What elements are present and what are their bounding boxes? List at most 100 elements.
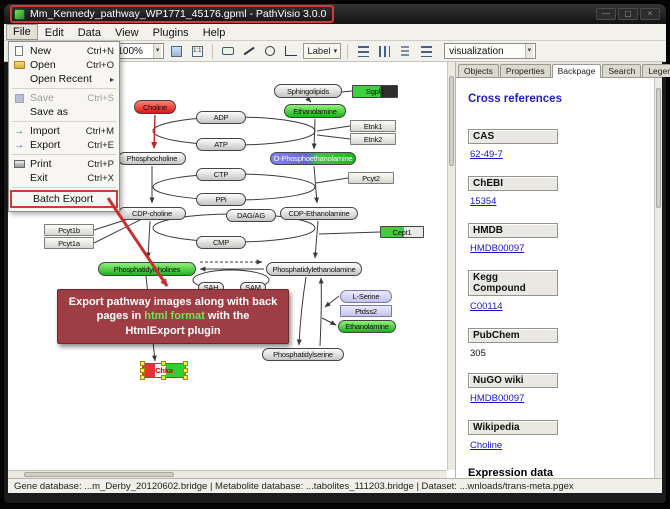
- pathway-node-cdp-ethanolamine[interactable]: CDP-Ethanolamine: [280, 207, 358, 220]
- connector-tool-button[interactable]: [282, 43, 300, 60]
- menu-item-shortcut: Ctrl+P: [87, 158, 114, 170]
- pathway-node-ethanolamine[interactable]: Ethanolamine: [284, 104, 346, 118]
- pathway-node-phosphatidylcholines[interactable]: Phosphatidylcholines: [98, 262, 196, 276]
- pathway-node-pcyt1b[interactable]: Pcyt1b: [44, 224, 94, 236]
- menu-bar: File Edit Data View Plugins Help: [4, 24, 666, 41]
- crossref-link[interactable]: Choline: [470, 440, 503, 451]
- pathway-node-adp[interactable]: ADP: [196, 111, 246, 124]
- selection-handle[interactable]: [161, 361, 166, 366]
- menu-separator: [12, 154, 116, 155]
- scrollbar-thumb[interactable]: [24, 472, 174, 477]
- minimize-button[interactable]: —: [596, 8, 616, 20]
- visualization-select[interactable]: visualization ▾: [444, 43, 537, 59]
- crossref-header: CAS: [468, 129, 558, 144]
- annotation-line: HtmlExport plugin: [125, 324, 221, 337]
- tab-objects[interactable]: Objects: [458, 64, 499, 77]
- file-menu-item-batch-export[interactable]: Batch Export: [10, 190, 118, 208]
- menu-file[interactable]: File: [6, 24, 38, 40]
- maximize-button[interactable]: ▢: [618, 8, 638, 20]
- canvas-vertical-scrollbar[interactable]: [447, 62, 455, 470]
- label-tool-button[interactable]: Label ▾: [303, 43, 342, 59]
- pathway-node-sphingolipids[interactable]: Sphingolipids: [274, 84, 342, 98]
- selection-handle[interactable]: [140, 375, 145, 380]
- crossref-section-cas: CAS 62-49-7: [468, 129, 662, 162]
- pathway-node-cept1[interactable]: Cept1: [380, 226, 424, 238]
- pathway-node-o-phosphoethanolamine[interactable]: O-Phosphoethanolamine: [270, 152, 356, 165]
- toolbar-tool-icons: [219, 43, 300, 60]
- pathway-node-choline[interactable]: Choline: [134, 100, 176, 114]
- tab-legend[interactable]: Legend: [642, 64, 670, 77]
- distribute-button[interactable]: [417, 43, 435, 60]
- pathway-node-pcyt2[interactable]: Pcyt2: [348, 172, 394, 184]
- pathway-node-cdp-choline[interactable]: CDP-choline: [118, 207, 186, 220]
- datanode-tool-icon: [222, 47, 235, 55]
- zoom-actual-button[interactable]: 1:1: [188, 43, 206, 60]
- pathway-node-dag-ag[interactable]: DAG/AG: [226, 209, 276, 222]
- tab-backpage[interactable]: Backpage: [551, 64, 602, 78]
- visualization-value: visualization: [449, 45, 504, 57]
- menu-view[interactable]: View: [114, 26, 139, 39]
- save-disk-icon: [14, 93, 24, 103]
- selection-handle[interactable]: [140, 367, 145, 373]
- selection-handle[interactable]: [140, 361, 145, 366]
- pathway-node-ethanolamine[interactable]: Ethanolamine: [338, 320, 396, 333]
- close-button[interactable]: ×: [640, 8, 660, 20]
- pathway-node-pcyt1a[interactable]: Pcyt1a: [44, 237, 94, 249]
- title-bar[interactable]: Mm_Kennedy_pathway_WP1771_45176.gpml - P…: [4, 4, 666, 24]
- menu-edit[interactable]: Edit: [44, 26, 64, 39]
- menu-data[interactable]: Data: [77, 26, 101, 39]
- shape-tool-button[interactable]: [261, 43, 279, 60]
- pathway-node-phosphatidylethanolamine[interactable]: Phosphatidylethanolamine: [266, 262, 362, 276]
- zoom-fit-button[interactable]: [167, 43, 185, 60]
- selection-handle[interactable]: [183, 361, 188, 366]
- scrollbar-thumb[interactable]: [449, 76, 454, 166]
- crossref-link[interactable]: C00114: [470, 301, 503, 312]
- pathway-node-ptdss2[interactable]: Ptdss2: [340, 305, 392, 317]
- pathway-node-phosphatidylserine[interactable]: Phosphatidylserine: [262, 348, 344, 361]
- align-center-button[interactable]: [396, 43, 414, 60]
- crossref-link[interactable]: HMDB00097: [470, 243, 525, 254]
- line-tool-button[interactable]: [240, 43, 258, 60]
- file-menu-item-open-recent[interactable]: Open Recent▸: [9, 72, 119, 86]
- selection-handle[interactable]: [161, 375, 166, 380]
- pathway-node-ppi[interactable]: PPi: [196, 193, 246, 206]
- pathway-node-sgpl1[interactable]: Sgpl1: [352, 85, 398, 98]
- menu-help[interactable]: Help: [202, 26, 226, 39]
- align-horizontal-button[interactable]: [354, 43, 372, 60]
- pathway-node-chka[interactable]: Chka: [140, 361, 188, 380]
- sidebar-scrollbar[interactable]: [654, 78, 662, 478]
- file-menu-item-save-as[interactable]: Save as: [9, 105, 119, 119]
- menu-item-label: Save: [30, 92, 54, 104]
- tab-search[interactable]: Search: [602, 64, 642, 77]
- crossref-link[interactable]: HMDB00097: [470, 393, 525, 404]
- pathway-node-phosphocholine[interactable]: Phosphocholine: [118, 152, 186, 165]
- canvas-horizontal-scrollbar[interactable]: [8, 470, 447, 478]
- pathway-node-etnk1[interactable]: Etnk1: [350, 120, 396, 132]
- pathway-node-l-serine[interactable]: L-Serine: [340, 290, 392, 303]
- datanode-tool-button[interactable]: [219, 43, 237, 60]
- scrollbar-thumb[interactable]: [656, 88, 661, 208]
- selection-handle[interactable]: [183, 375, 188, 380]
- align-horizontal-icon: [357, 45, 369, 57]
- pathway-node-cmp[interactable]: CMP: [196, 236, 246, 249]
- tab-properties[interactable]: Properties: [499, 64, 551, 77]
- pathway-node-etnk2[interactable]: Etnk2: [350, 133, 396, 145]
- pathway-node-atp[interactable]: ATP: [196, 138, 246, 151]
- crossref-link[interactable]: 62-49-7: [470, 149, 503, 160]
- zoom-select[interactable]: 100% ▾: [112, 43, 165, 59]
- open-folder-icon: [13, 61, 25, 69]
- crossref-link[interactable]: 15354: [470, 196, 497, 207]
- selection-handle[interactable]: [183, 367, 188, 373]
- menu-plugins[interactable]: Plugins: [152, 26, 189, 39]
- align-vertical-button[interactable]: [375, 43, 393, 60]
- pathway-node-ctp[interactable]: CTP: [196, 168, 246, 181]
